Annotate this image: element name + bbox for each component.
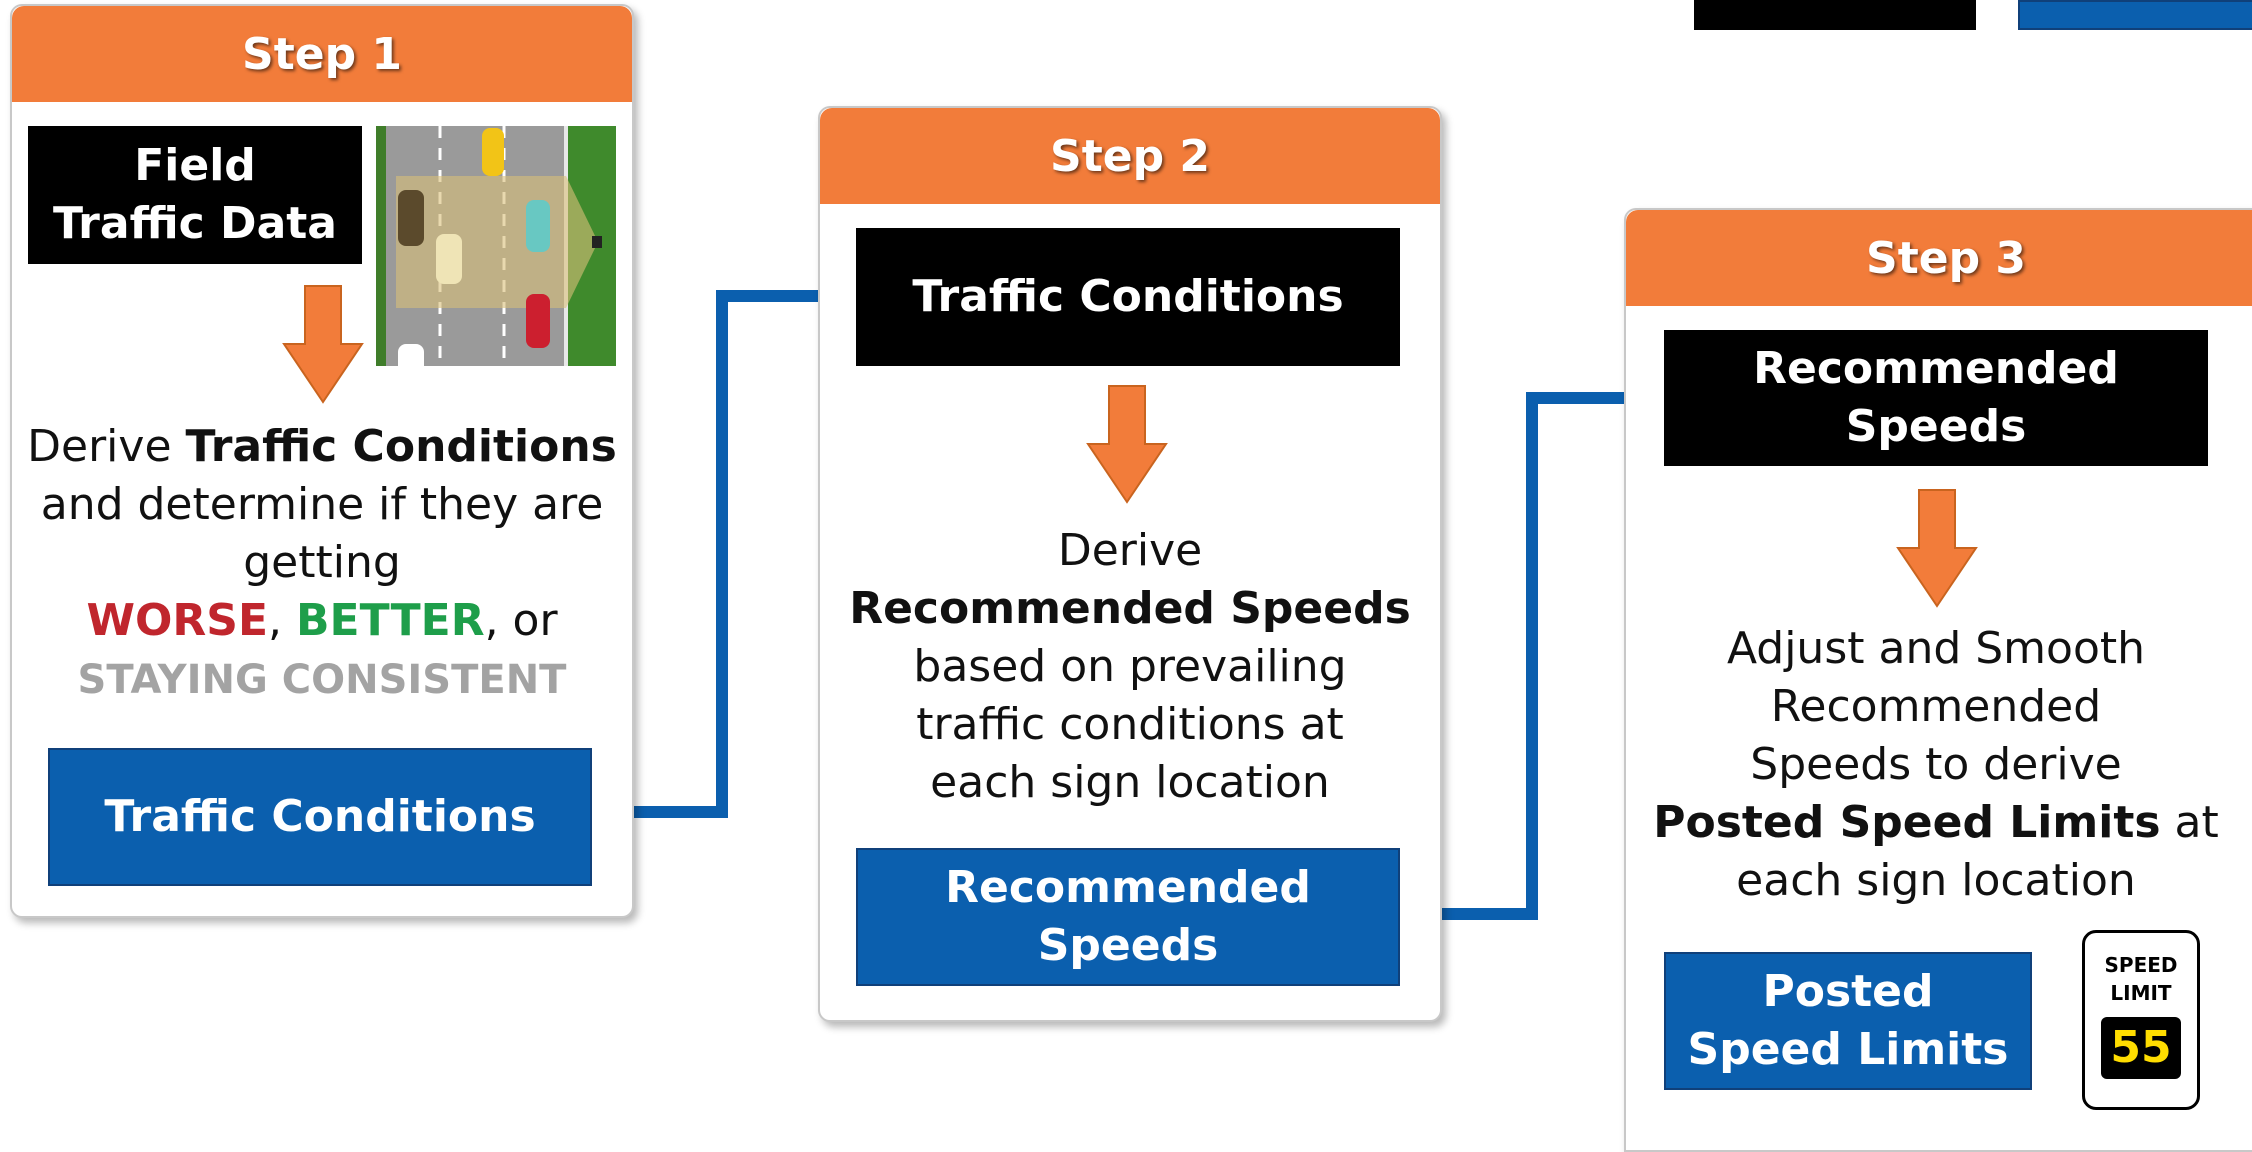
car-icon <box>398 344 424 366</box>
cropped-blue-box <box>2018 0 2252 30</box>
worse-label: WORSE <box>86 595 269 646</box>
detection-zone <box>396 176 598 308</box>
sign-line-limit: LIMIT <box>2110 981 2172 1005</box>
traffic-road-image <box>376 126 616 366</box>
down-arrow-icon <box>1896 489 1978 608</box>
step2-output-label: Recommended Speeds <box>945 862 1311 971</box>
step3-output-label: Posted Speed Limits <box>1687 966 2009 1075</box>
step3-input-label: Recommended Speeds <box>1753 343 2119 452</box>
speed-limit-sign: SPEED LIMIT 55 <box>2082 930 2200 1110</box>
car-icon <box>482 128 504 176</box>
step1-input-box: Field Traffic Data <box>28 126 362 264</box>
connector-step1-to-step2 <box>590 290 835 818</box>
car-icon <box>436 234 462 284</box>
step1-input-label: Field Traffic Data <box>53 140 337 249</box>
connector-step2-to-step3 <box>1398 392 1638 920</box>
step3-output-box: Posted Speed Limits <box>1664 952 2032 1090</box>
step2-output-box: Recommended Speeds <box>856 848 1400 986</box>
step2-input-label: Traffic Conditions <box>912 271 1344 322</box>
step3-description: Adjust and Smooth Recommended Speeds to … <box>1653 623 2219 906</box>
car-icon <box>526 200 550 252</box>
step2-card: Step 2 Traffic Conditions Derive Recomme… <box>818 106 1442 1022</box>
step1-output-box: Traffic Conditions <box>48 748 592 886</box>
step3-card: Step 3 Recommended Speeds Adjust and Smo… <box>1624 208 2252 1152</box>
step1-description: Derive Traffic Conditions and determine … <box>27 421 617 703</box>
down-arrow-icon <box>1086 385 1168 504</box>
sign-line-speed: SPEED <box>2104 953 2178 977</box>
down-arrow-icon <box>282 285 364 404</box>
step3-header: Step 3 <box>1626 210 2252 306</box>
car-icon <box>526 294 550 348</box>
cropped-black-box <box>1694 0 1976 30</box>
sign-speed-value: 55 <box>2101 1017 2181 1079</box>
step2-header: Step 2 <box>820 108 1440 204</box>
step3-input-box: Recommended Speeds <box>1664 330 2208 466</box>
step2-input-box: Traffic Conditions <box>856 228 1400 366</box>
posted-speed-limits-term: Posted Speed Limits <box>1653 797 2161 848</box>
recommended-speeds-term: Recommended Speeds <box>849 583 1411 634</box>
step1-card: Step 1 Field Traffic Data Derive Traffic… <box>10 4 634 918</box>
traffic-conditions-term: Traffic Conditions <box>185 421 617 472</box>
step1-header: Step 1 <box>12 6 632 102</box>
staying-consistent-label: STAYING CONSISTENT <box>77 657 567 703</box>
car-icon <box>398 190 424 246</box>
step2-description: Derive Recommended Speeds based on preva… <box>849 525 1411 808</box>
better-label: BETTER <box>296 595 485 646</box>
step1-output-label: Traffic Conditions <box>104 791 536 842</box>
